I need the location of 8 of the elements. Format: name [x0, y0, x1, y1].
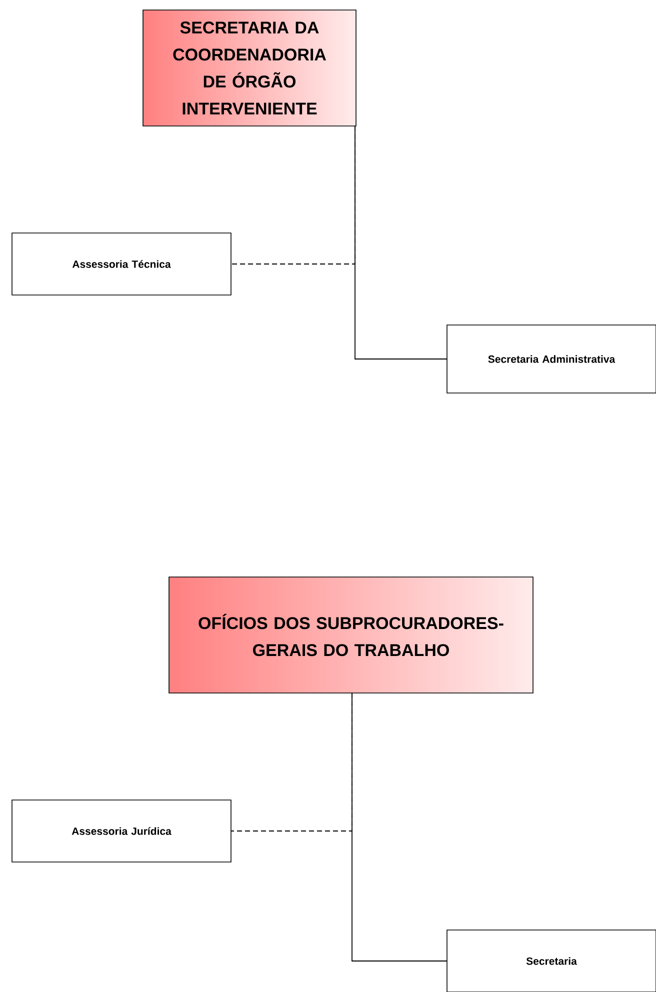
unit-box: Secretaria Administrativa [446, 324, 656, 394]
connector-line [352, 692, 448, 962]
heading-box: SECRETARIA DA COORDENADORIA DE ÓRGÃO INTERVENIENTE [142, 10, 356, 126]
unit-box: Secretaria [446, 930, 656, 992]
heading-box: OFÍCIOS DOS SUBPROCURADORES-GERAIS DO TRABALHO [168, 576, 534, 694]
connector-line [354, 126, 448, 360]
unit-box: Assessoria Jurídica [12, 800, 232, 862]
unit-box: Assessoria Técnica [12, 232, 232, 296]
